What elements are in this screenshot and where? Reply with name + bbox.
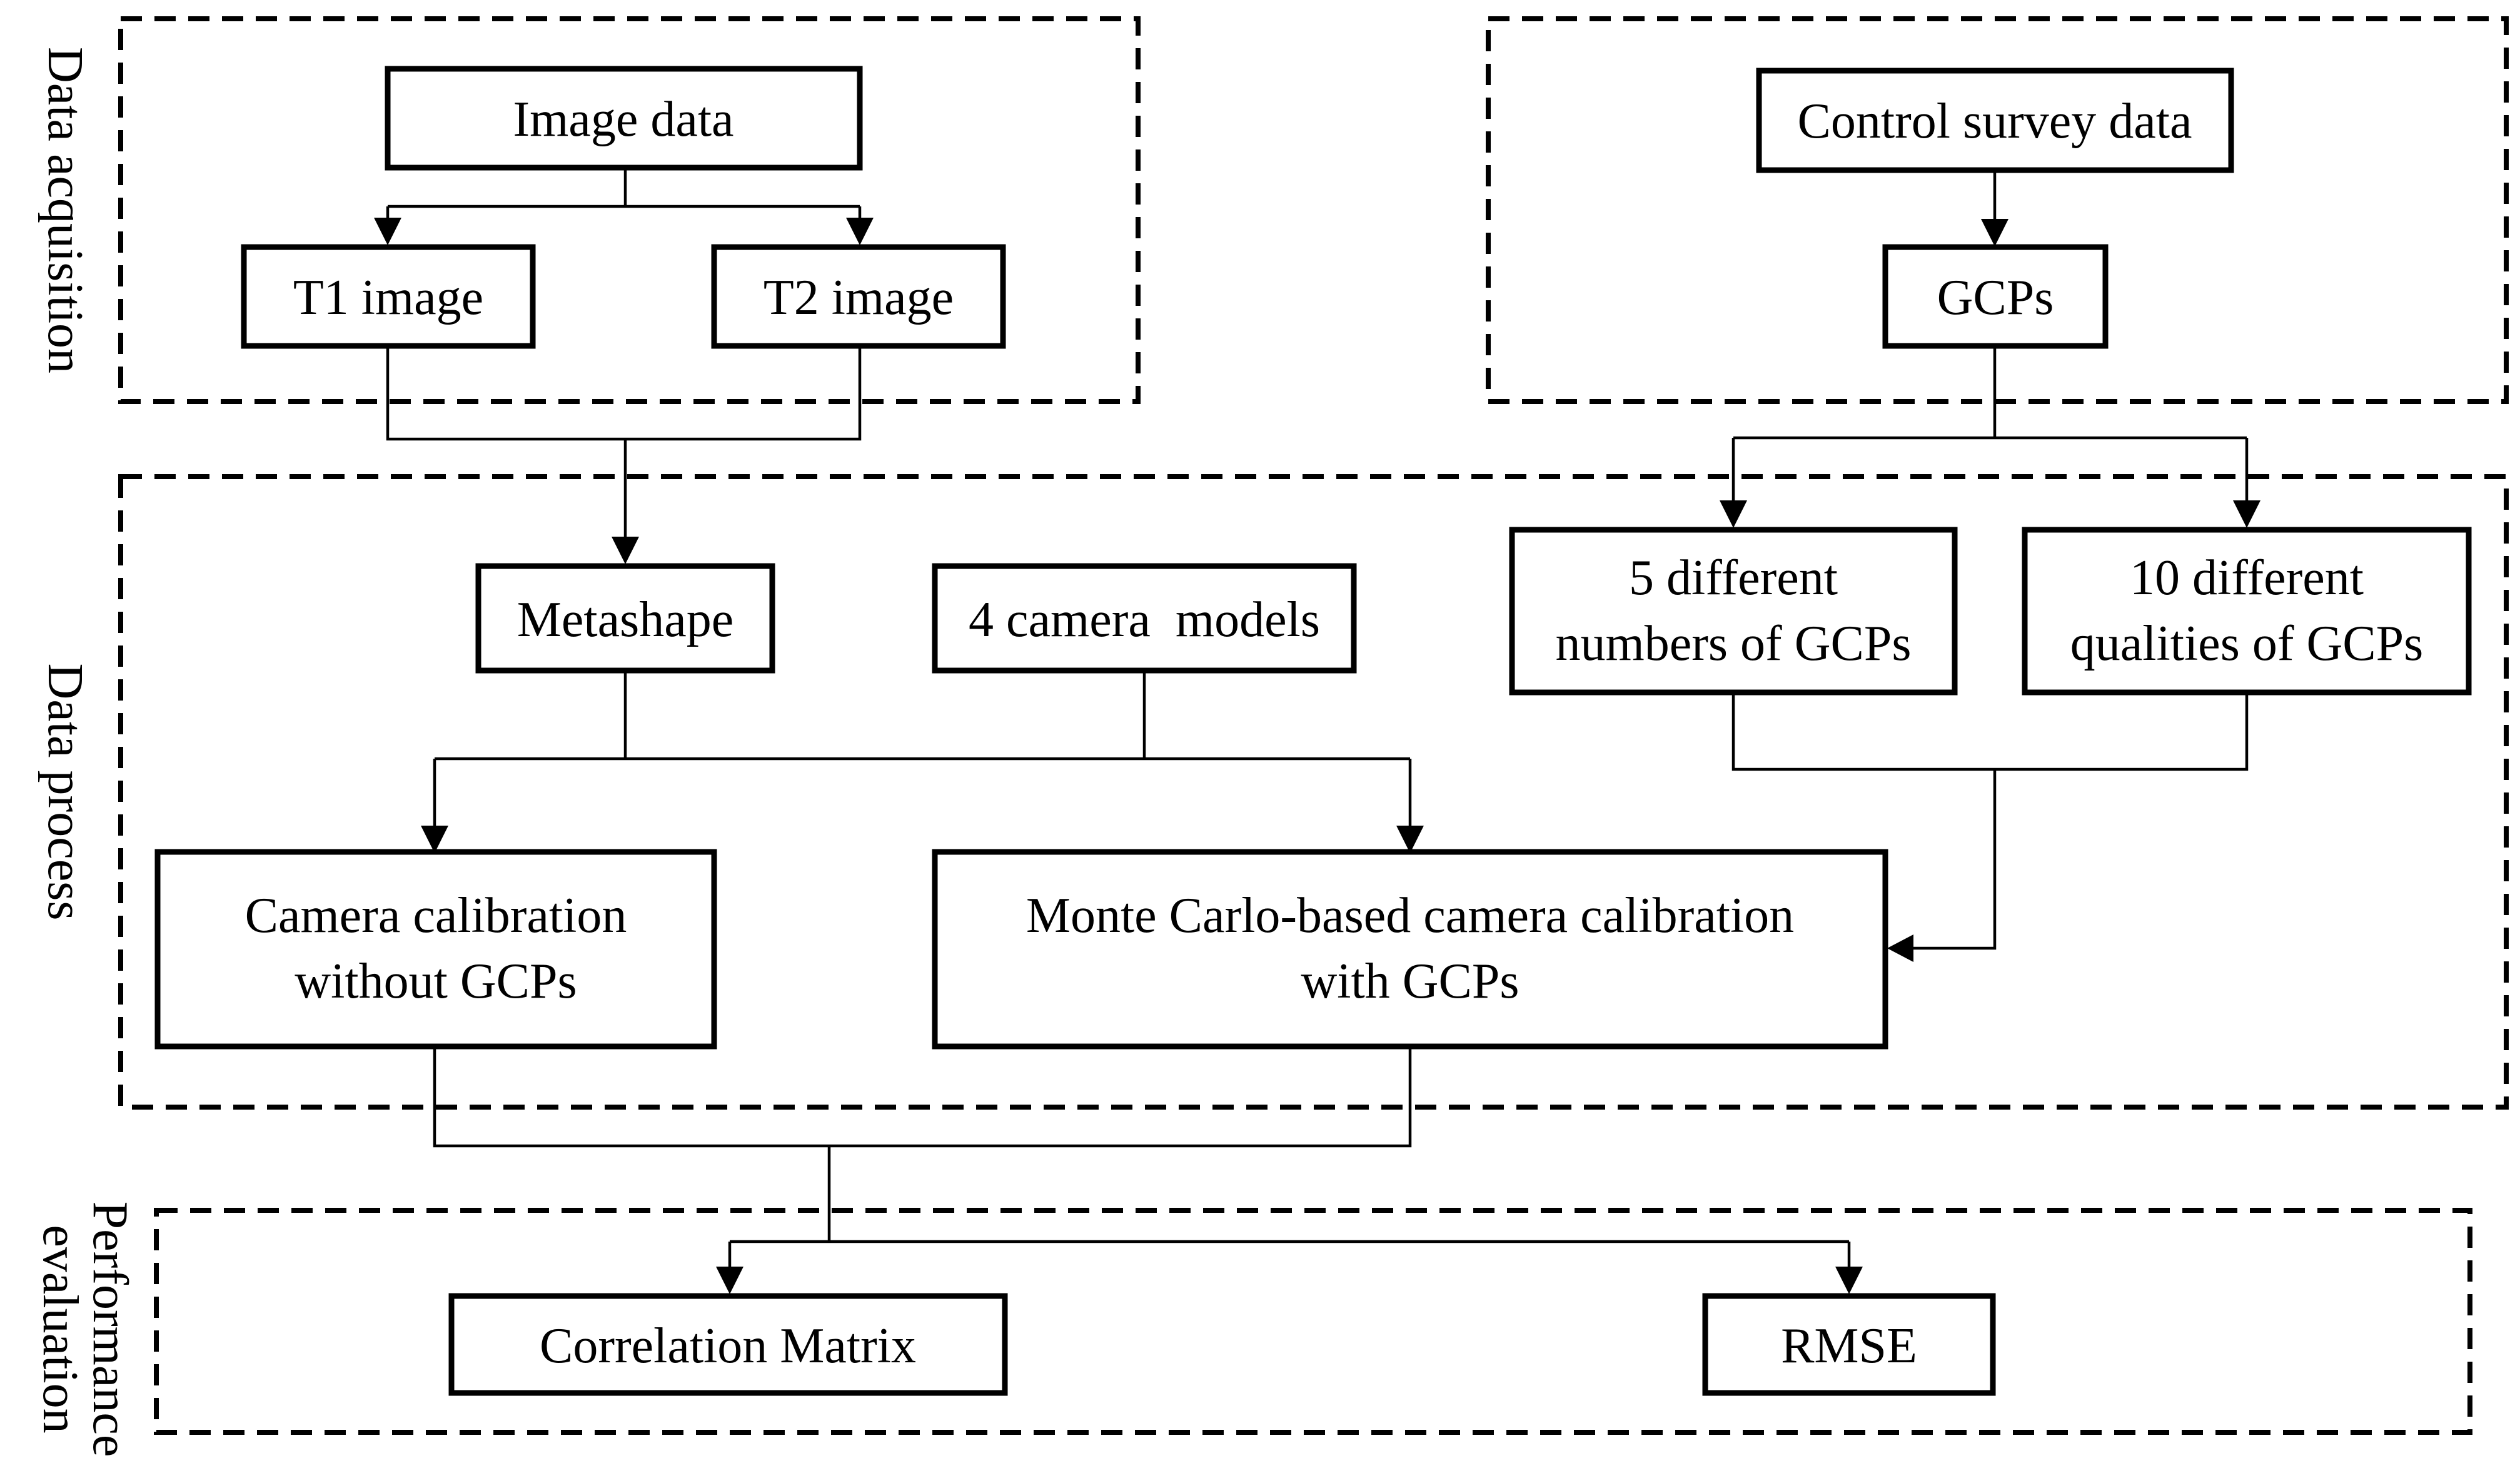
label-performance: Performance	[83, 1202, 138, 1457]
arrowheads	[374, 218, 2260, 1294]
arrow-to-t1	[374, 218, 401, 245]
node-rmse: RMSE	[1702, 1293, 1996, 1396]
connectors	[386, 168, 2249, 1267]
node-ten-qualities-line2: qualities of GCPs	[2070, 616, 2423, 671]
node-ten-qualities-line1: 10 different	[2130, 550, 2364, 605]
label-data-acquisition: Data acquisition	[38, 47, 93, 373]
node-correlation-matrix: Correlation Matrix	[448, 1293, 1008, 1396]
node-camera-models: 4 camera models	[932, 563, 1357, 674]
node-ten-qualities-of-gcps: 10 different qualities of GCPs	[2022, 527, 2472, 696]
group-data-acquisition	[118, 16, 1141, 404]
node-metashape-label: Metashape	[517, 592, 734, 647]
node-t1-image-label: T1 image	[293, 270, 483, 325]
node-gcps-label: GCPs	[1937, 270, 2054, 325]
arrow-to-calib-no-gcp	[421, 826, 448, 853]
node-metashape: Metashape	[475, 563, 775, 674]
node-monte-carlo-line2: with GCPs	[1301, 954, 1520, 1009]
arrow-to-five-numbers	[1720, 500, 1747, 528]
node-t1-image: T1 image	[241, 244, 536, 349]
arrow-to-monte-carlo-right	[1887, 934, 1913, 962]
node-control-survey-label: Control survey data	[1798, 94, 2192, 149]
arrow-to-monte-carlo-top	[1396, 826, 1424, 853]
node-five-numbers-of-gcps: 5 different numbers of GCPs	[1509, 527, 1958, 696]
node-five-numbers-line1: 5 different	[1629, 550, 1838, 605]
node-image-data: Image data	[385, 66, 863, 171]
group-performance-evaluation	[154, 1208, 2472, 1435]
node-image-data-label: Image data	[513, 92, 733, 147]
node-monte-carlo-line1: Monte Carlo-based camera calibration	[1026, 888, 1794, 943]
group-data-process	[118, 474, 2509, 1110]
arrow-to-correlation-matrix	[716, 1267, 743, 1294]
node-control-survey-data: Control survey data	[1756, 68, 2234, 173]
label-evaluation: evaluation	[33, 1225, 88, 1433]
node-t2-image: T2 image	[711, 244, 1006, 349]
node-calibration-without-gcps: Camera calibration without GCPs	[154, 849, 717, 1050]
node-monte-carlo-calibration: Monte Carlo-based camera calibration wit…	[932, 849, 1888, 1050]
arrow-to-ten-qualities	[2233, 500, 2260, 528]
group-control-survey	[1486, 16, 2509, 404]
node-calib-no-gcp-line2: without GCPs	[295, 954, 577, 1009]
node-calib-no-gcp-line1: Camera calibration	[245, 888, 627, 943]
arrow-to-metashape	[612, 537, 639, 564]
label-data-process: Data process	[38, 664, 93, 921]
arrow-to-gcps	[1981, 219, 2008, 246]
node-correlation-matrix-label: Correlation Matrix	[540, 1319, 916, 1374]
arrow-to-rmse	[1835, 1267, 1863, 1294]
node-camera-models-label: 4 camera models	[969, 592, 1320, 647]
node-t2-image-label: T2 image	[764, 270, 954, 325]
node-gcps: GCPs	[1882, 244, 2109, 349]
node-rmse-label: RMSE	[1781, 1319, 1917, 1374]
arrow-to-t2	[846, 218, 874, 245]
node-five-numbers-line2: numbers of GCPs	[1556, 616, 1912, 671]
